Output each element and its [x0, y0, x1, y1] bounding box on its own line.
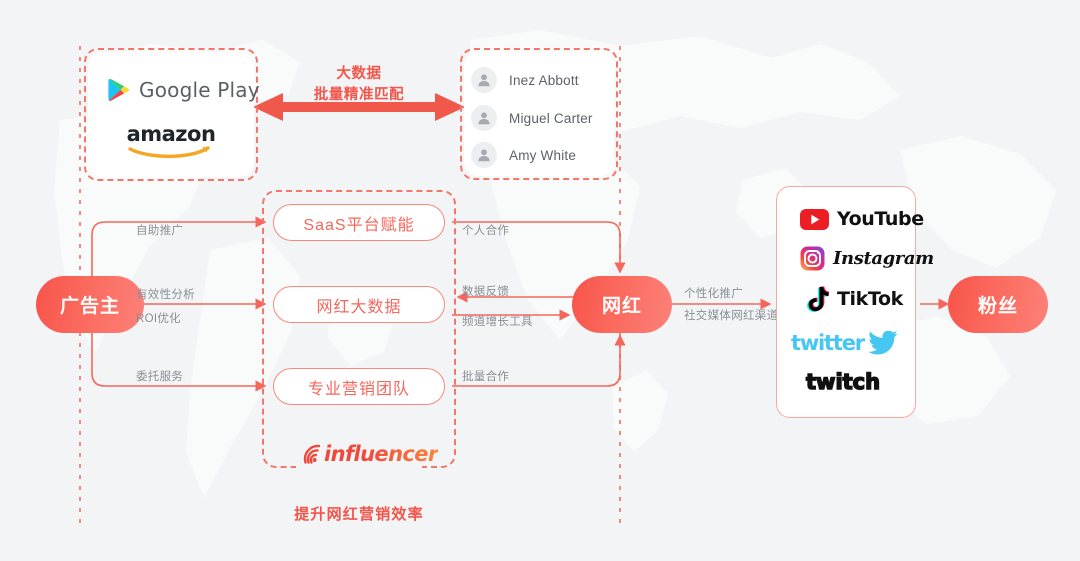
- list-item[interactable]: Amy White: [471, 142, 576, 168]
- amazon-logo: amazon: [118, 122, 224, 164]
- list-item[interactable]: Miguel Carter: [471, 105, 593, 131]
- user-avatar-icon: [471, 105, 497, 131]
- person-name: Amy White: [509, 147, 577, 163]
- edge-label-self-promotion: 自助推广: [136, 225, 184, 237]
- google-play-label: Google Play: [139, 78, 260, 102]
- signal-wave-icon: [303, 444, 321, 464]
- google-play-icon: [108, 78, 130, 101]
- platform-label: TikTok: [837, 288, 903, 310]
- capability-marketing-team[interactable]: 专业营销团队: [273, 368, 445, 405]
- user-avatar-icon: [471, 142, 497, 168]
- platform-youtube[interactable]: YouTube: [800, 208, 924, 230]
- edge-label-personalized-promotion: 个性化推广: [684, 288, 743, 300]
- big-arrow-caption-line1: 大数据: [336, 66, 382, 82]
- google-play-logo: Google Play: [108, 78, 260, 102]
- stores-panel: [84, 48, 258, 181]
- brand-wordmark: influencer: [300, 442, 438, 466]
- bottom-caption: 提升网红营销效率: [294, 506, 424, 523]
- node-fans[interactable]: 粉丝: [948, 276, 1048, 333]
- instagram-icon: [800, 246, 825, 271]
- capability-label: 网红大数据: [316, 298, 402, 316]
- platform-tiktok[interactable]: TikTok: [805, 286, 903, 312]
- people-panel: [460, 48, 618, 180]
- edge-label-individual-cooperation: 个人合作: [462, 225, 510, 237]
- person-name: Inez Abbott: [509, 72, 579, 88]
- big-arrow-caption-line2: 批量精准匹配: [313, 87, 405, 104]
- edge-label-agency-service: 委托服务: [136, 371, 184, 383]
- platform-instagram[interactable]: Instagram: [800, 246, 934, 271]
- node-influencer-label: 网红: [601, 296, 642, 317]
- user-avatar-icon: [471, 67, 497, 93]
- capability-saas[interactable]: SaaS平台赋能: [273, 204, 445, 241]
- platform-twitter[interactable]: twitter: [791, 331, 900, 355]
- capability-label: 专业营销团队: [307, 380, 410, 398]
- edge-label-data-feedback: 数据反馈: [462, 286, 510, 298]
- platform-label: twitter: [791, 331, 865, 355]
- twitter-bird-icon: [868, 331, 898, 355]
- edge-label-roi-optimization: ROI优化: [136, 313, 181, 325]
- person-name: Miguel Carter: [509, 110, 593, 126]
- capability-label: SaaS平台赋能: [303, 216, 415, 234]
- amazon-smile-icon: [128, 146, 210, 159]
- platform-twitch[interactable]: twitch: [805, 369, 881, 395]
- node-influencer[interactable]: 网红: [572, 276, 672, 333]
- list-item[interactable]: Inez Abbott: [471, 67, 579, 93]
- node-advertiser-label: 广告主: [59, 296, 120, 317]
- platform-label: twitch: [805, 369, 881, 395]
- platforms-panel: [776, 186, 916, 418]
- platform-label: YouTube: [837, 208, 924, 230]
- node-advertiser[interactable]: 广告主: [36, 276, 144, 333]
- edge-label-bulk-cooperation: 批量合作: [462, 371, 510, 383]
- edge-label-channel-growth-tools: 频道增长工具: [462, 316, 533, 328]
- big-arrow-caption: 大数据 批量精准匹配: [279, 64, 439, 106]
- node-fans-label: 粉丝: [977, 296, 1018, 317]
- edge-label-social-media-channels: 社交媒体网红渠道: [684, 310, 779, 322]
- youtube-icon: [800, 208, 829, 230]
- brand-wordmark-label: influencer: [324, 442, 438, 466]
- capability-bigdata[interactable]: 网红大数据: [273, 286, 445, 323]
- edge-label-effectiveness-analysis: 有效性分析: [136, 289, 195, 301]
- tiktok-icon: [807, 286, 829, 312]
- platform-label: Instagram: [833, 248, 934, 269]
- amazon-label: amazon: [126, 122, 216, 146]
